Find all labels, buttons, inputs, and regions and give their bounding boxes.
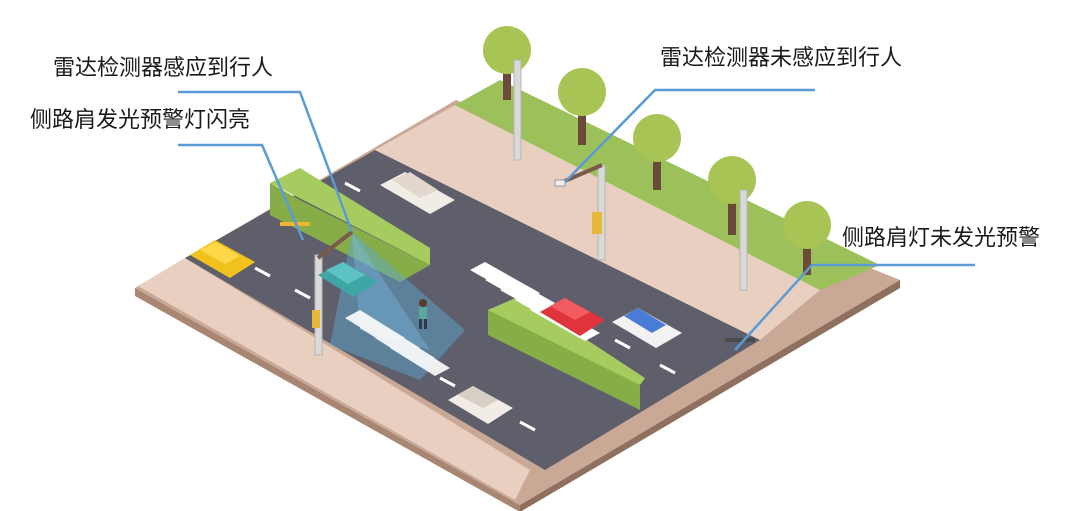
callout-radar-not-detected: 雷达检测器未感应到行人 [660,46,903,71]
callout-line-radar-not-detected [564,88,815,183]
signal-light-right [592,212,602,234]
ground-base-edge [135,288,520,511]
median-left-top [270,168,430,265]
signal-light-left [312,310,320,328]
callout-line-shoulder-not-flash [734,263,975,351]
radar-arm-left [316,230,354,260]
car-yellow [190,240,255,278]
callout-shoulder-flash: 侧路肩发光预警灯闪亮 [30,108,251,133]
car-white-bottom [448,386,513,424]
median-right-top [488,296,645,385]
shoulder-lights-right [725,338,755,342]
ground-base-edge-right [520,280,900,511]
callout-radar-detected: 雷达检测器感应到行人 [53,56,274,81]
car-teal [318,262,378,297]
callout-shoulder-not-flash: 侧路肩灯未发光预警 [842,226,1041,251]
car-white-top [380,172,455,214]
car-red [540,298,605,336]
grass-strip [455,80,880,290]
car-police [612,308,682,348]
near-sidewalk [138,258,530,500]
crosswalk-left [345,310,450,376]
callout-line-radar-detected [178,90,354,233]
callout-lines [178,88,975,351]
radar-beam [330,232,465,380]
pedestrian [419,299,427,329]
callout-line-shoulder-flash [178,143,305,241]
radar-sensor-right [554,179,566,187]
